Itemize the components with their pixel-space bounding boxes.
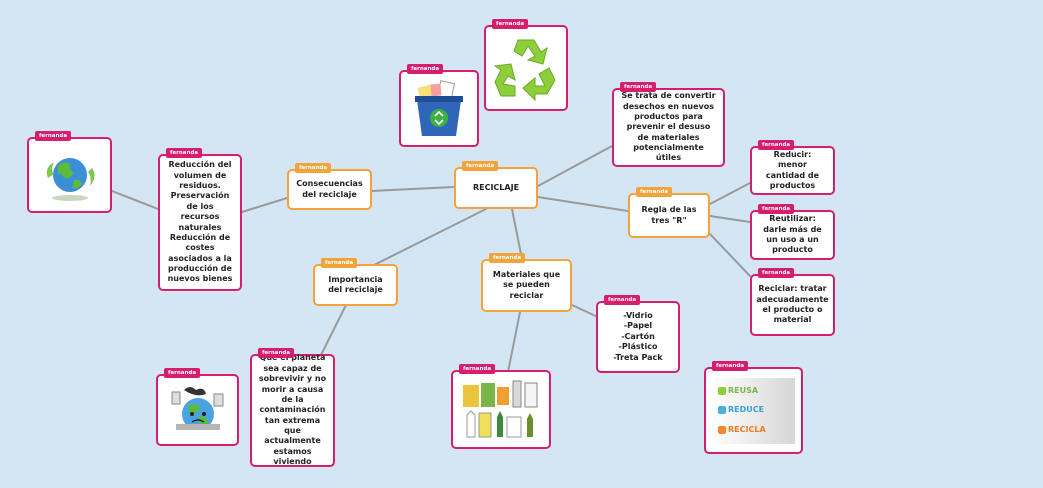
- definition-text: Se trata de convertir desechos en nuevos…: [621, 91, 716, 163]
- regla-item-reciclar[interactable]: fernanda Reciclar: tratar adecuadamente …: [750, 268, 835, 336]
- regla-node[interactable]: fernanda Regla de las tres "R": [628, 187, 710, 238]
- author-tag: fernanda: [407, 64, 444, 74]
- connector-line: [709, 182, 751, 205]
- recycle-arrow-icon: [718, 406, 726, 415]
- materiales-label: Materiales que se pueden reciclar: [492, 269, 561, 300]
- connector-line: [371, 186, 455, 192]
- consecuencias-detail: Reducción del volumen de residuos. Prese…: [167, 160, 233, 284]
- connector-line: [709, 215, 751, 223]
- recycle-bin-icon: [415, 79, 463, 136]
- author-tag: fernanda: [636, 187, 673, 197]
- polluted-earth-image-node[interactable]: fernanda: [156, 368, 239, 446]
- logo-row: REDUCE: [718, 405, 764, 415]
- connector-line: [367, 208, 487, 269]
- regla-item-text: Reciclar: tratar adecuadamente el produc…: [756, 284, 829, 325]
- recycle-arrow-icon: [718, 425, 726, 434]
- definition-node[interactable]: fernanda Se trata de convertir desechos …: [612, 82, 725, 167]
- author-tag: fernanda: [492, 19, 529, 29]
- central-node[interactable]: fernanda RECICLAJE: [454, 161, 538, 209]
- consecuencias-label: Consecuencias del reciclaje: [296, 179, 363, 199]
- connector-line: [241, 197, 288, 213]
- connector-line: [537, 145, 613, 187]
- logo-row: RECICLA: [718, 425, 766, 435]
- author-tag: fernanda: [462, 161, 499, 171]
- author-tag: fernanda: [258, 348, 295, 358]
- connector-line: [319, 304, 347, 358]
- importancia-detail: Que el planeta sea capaz de sobrevivir y…: [258, 353, 327, 467]
- materials-image-node[interactable]: fernanda: [451, 364, 551, 449]
- logo-row: REUSA: [718, 386, 758, 396]
- recycle-symbol-image-node[interactable]: fernanda: [484, 19, 568, 111]
- author-tag: fernanda: [712, 361, 749, 371]
- globe-icon: [46, 157, 95, 201]
- author-tag: fernanda: [758, 204, 795, 214]
- consecuencias-detail-node[interactable]: fernanda Reducción del volumen de residu…: [158, 148, 242, 291]
- logo-word: RECICLA: [728, 424, 766, 434]
- connector-line: [537, 196, 629, 212]
- recycle-icon: [493, 39, 556, 102]
- materiales-node[interactable]: fernanda Materiales que se pueden recicl…: [481, 253, 572, 312]
- logo-word: REUSA: [728, 385, 759, 395]
- author-tag: fernanda: [758, 140, 795, 150]
- author-tag: fernanda: [459, 364, 496, 374]
- logo-word: REDUCE: [728, 405, 765, 415]
- connector-line: [507, 311, 521, 373]
- author-tag: fernanda: [604, 295, 641, 305]
- recycle-bin-image-node[interactable]: fernanda: [399, 64, 479, 147]
- globe-image-node[interactable]: fernanda: [27, 131, 112, 213]
- author-tag: fernanda: [295, 163, 332, 173]
- consecuencias-node[interactable]: fernanda Consecuencias del reciclaje: [287, 163, 372, 210]
- author-tag: fernanda: [620, 82, 657, 92]
- logo-panel: REUSA REDUCE RECICLA: [712, 377, 795, 444]
- author-tag: fernanda: [164, 368, 201, 378]
- recyclable-materials-icon: [463, 380, 538, 437]
- regla-item-text: Reutilizar: darle más de un uso a un pro…: [763, 214, 822, 255]
- importancia-node[interactable]: fernanda Importancia del reciclaje: [313, 258, 398, 306]
- author-tag: fernanda: [35, 131, 72, 141]
- connector-line: [511, 208, 523, 260]
- author-tag: fernanda: [321, 258, 358, 268]
- regla-item-reducir[interactable]: fernanda Reducir: menor cantidad de prod…: [750, 140, 835, 195]
- central-label: RECICLAJE: [472, 182, 520, 192]
- polluted-earth-icon: [171, 387, 223, 430]
- recycle-arrow-icon: [718, 387, 726, 396]
- author-tag: fernanda: [166, 148, 203, 158]
- regla-item-reutilizar[interactable]: fernanda Reutilizar: darle más de un uso…: [750, 204, 835, 260]
- connector-line: [571, 304, 601, 319]
- reduce-reuse-recycle-logo-node[interactable]: fernanda REUSA REDUCE RECICLA: [704, 361, 803, 454]
- importancia-label: Importancia del reciclaje: [328, 274, 383, 294]
- connector-line: [709, 233, 751, 277]
- author-tag: fernanda: [758, 268, 795, 278]
- regla-item-text: Reducir: menor cantidad de productos: [765, 149, 820, 190]
- author-tag: fernanda: [489, 253, 526, 263]
- connector-line: [111, 190, 159, 210]
- importancia-detail-node[interactable]: fernanda Que el planeta sea capaz de sob…: [250, 348, 335, 467]
- regla-label: Regla de las tres "R": [641, 205, 697, 225]
- materiales-detail-node[interactable]: fernanda -Vidrio -Papel -Cartón -Plástic…: [596, 295, 680, 373]
- materiales-detail: -Vidrio -Papel -Cartón -Plástico -Treta …: [613, 311, 663, 362]
